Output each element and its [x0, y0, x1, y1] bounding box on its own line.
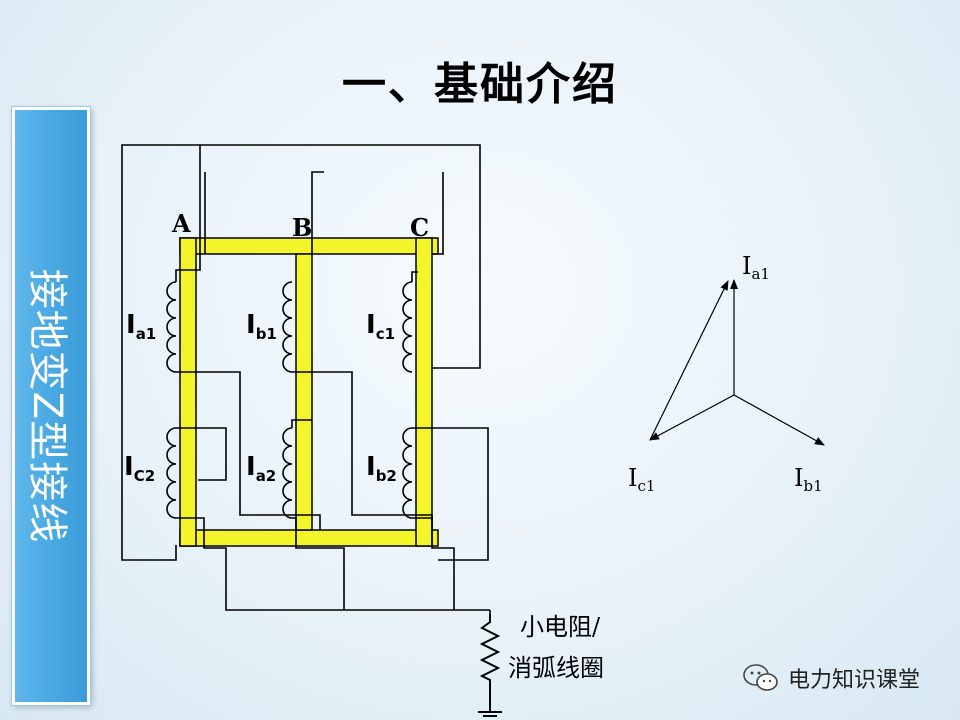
- coil-icon: [402, 281, 413, 373]
- watermark-text: 电力知识课堂: [788, 668, 921, 693]
- winding-label-a2: Ia2: [246, 452, 276, 485]
- ground-icon: [478, 700, 502, 717]
- coil-icon: [282, 427, 293, 519]
- winding-label-c1: Ic1: [366, 310, 395, 343]
- watermark: 电力知识课堂: [742, 660, 920, 696]
- arrow-icon: [649, 394, 735, 441]
- winding-label-b1: Ib1: [246, 310, 277, 343]
- slide-title: 一、基础介绍: [342, 59, 618, 110]
- coil-icon: [282, 281, 293, 373]
- phasor-label-b1: Ib1: [794, 464, 823, 495]
- coil-icon: [166, 281, 177, 373]
- phase-label-a: A: [171, 209, 191, 238]
- coil-icon: [166, 427, 177, 519]
- winding-label-b2: Ib2: [366, 452, 397, 485]
- arrow-icon: [649, 280, 729, 441]
- resistor-label-line1: 小电阻/: [520, 613, 601, 641]
- phasor-diagram: [649, 279, 825, 446]
- wiring: [121, 144, 491, 614]
- transformer-core: [179, 237, 439, 547]
- side-banner: 接地变Z型接线: [12, 107, 90, 705]
- winding-label-c2: IC2: [124, 452, 155, 485]
- coil-icon: [402, 427, 413, 519]
- resistor-label-line2: 消弧线圈: [508, 654, 604, 682]
- winding-label-a1: Ia1: [126, 310, 156, 343]
- resistor-icon: [479, 614, 501, 700]
- wechat-icon: [743, 664, 778, 691]
- phase-label-b: B: [292, 213, 312, 242]
- phasor-label-a1: Ia1: [742, 252, 770, 283]
- phase-label-c: C: [410, 213, 429, 242]
- phasor-label-c1: Ic1: [628, 464, 655, 495]
- arrow-icon: [733, 394, 825, 446]
